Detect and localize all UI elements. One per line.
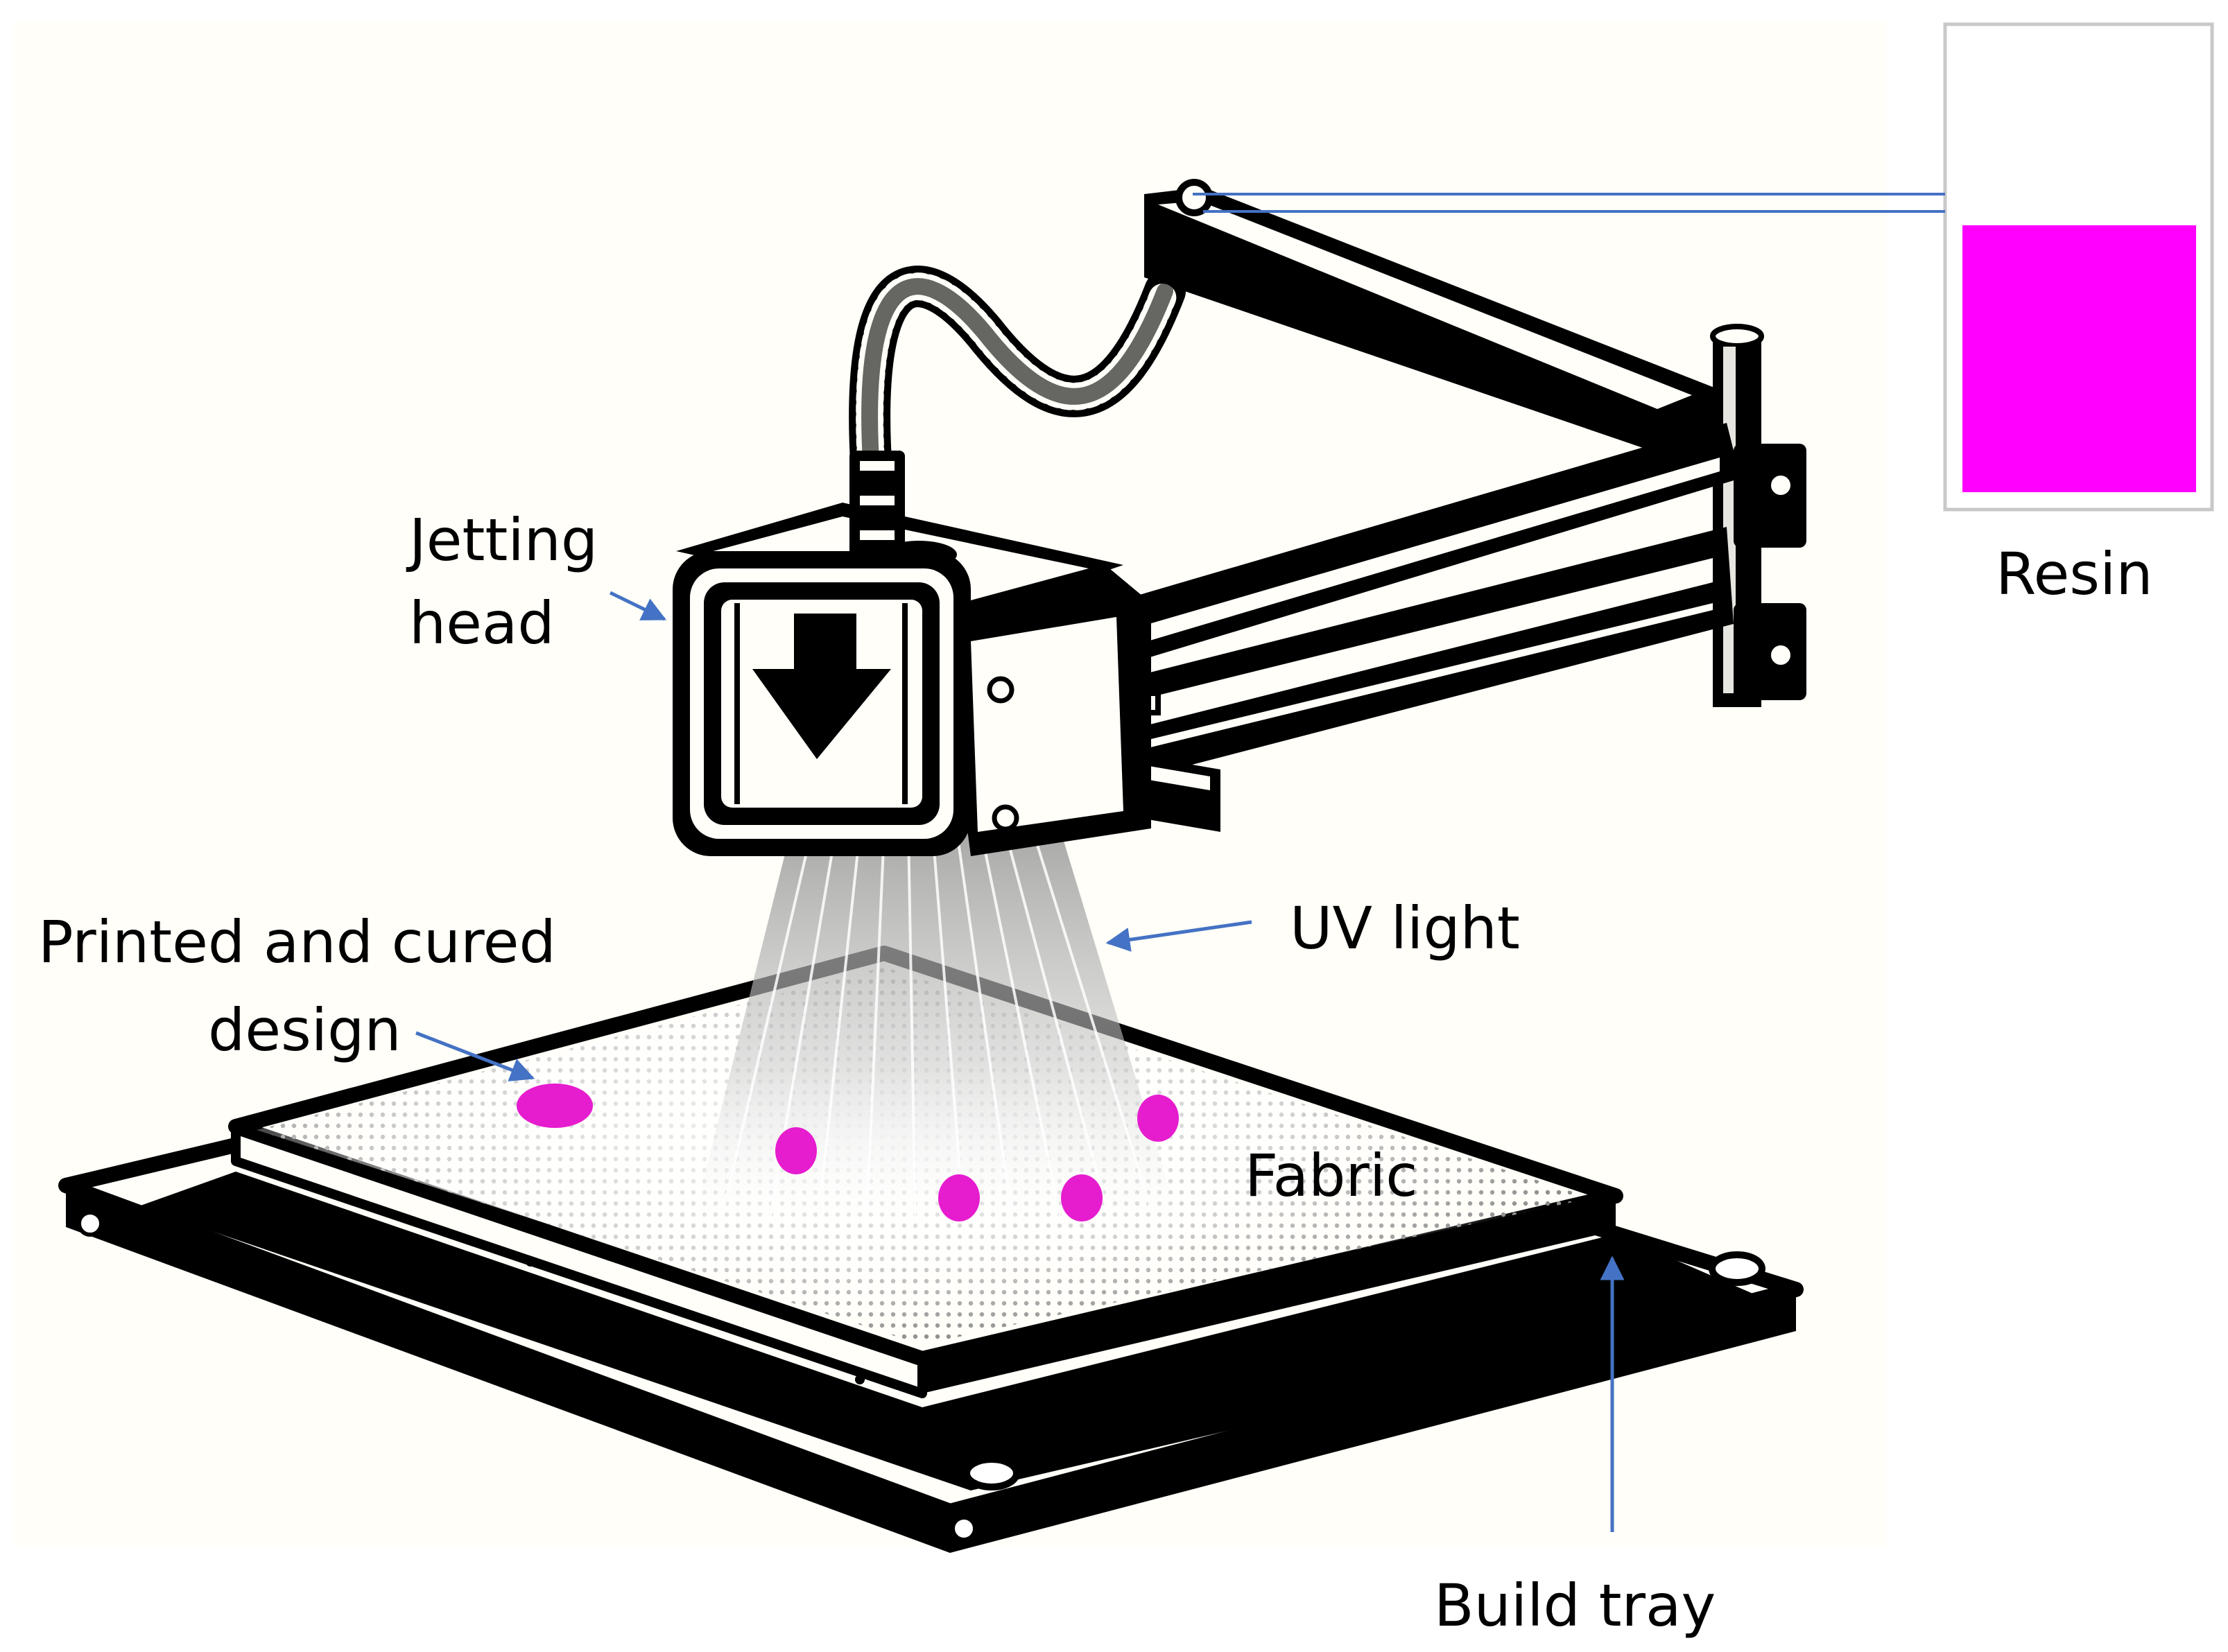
arrow-jetting-head [609, 591, 667, 621]
label-jetting-head-line1: Jetting [406, 506, 598, 574]
jetting-head [673, 451, 1151, 856]
screw [963, 1456, 1020, 1490]
label-resin: Resin [1996, 540, 2153, 608]
screw [951, 1515, 977, 1542]
design-dot [775, 1127, 817, 1174]
design-dot [1137, 1095, 1179, 1142]
uv-light-beam [693, 831, 1179, 1221]
design-dot [1061, 1174, 1103, 1221]
label-build-tray: Build tray [1434, 1572, 1716, 1640]
design-dot [938, 1174, 980, 1221]
resin-container [1193, 22, 2214, 512]
resin-fill [1962, 225, 2196, 492]
arrow-printed-design [415, 1031, 535, 1081]
design-dot [517, 1084, 593, 1128]
screw [77, 1210, 103, 1237]
label-printed-design-line1: Printed and cured [38, 908, 556, 976]
label-uv-light: UV light [1290, 894, 1520, 962]
label-jetting-head-line2: head [409, 589, 555, 657]
printed-design-dots [517, 1084, 1179, 1221]
label-printed-design-line2: design [208, 996, 401, 1064]
arrow-uv-light [1105, 920, 1252, 952]
pulley [1175, 179, 1213, 216]
screw [1709, 1251, 1765, 1286]
label-fabric: Fabric [1245, 1142, 1417, 1210]
down-arrow-icon [752, 614, 891, 759]
leader-arrows [415, 591, 1625, 1532]
